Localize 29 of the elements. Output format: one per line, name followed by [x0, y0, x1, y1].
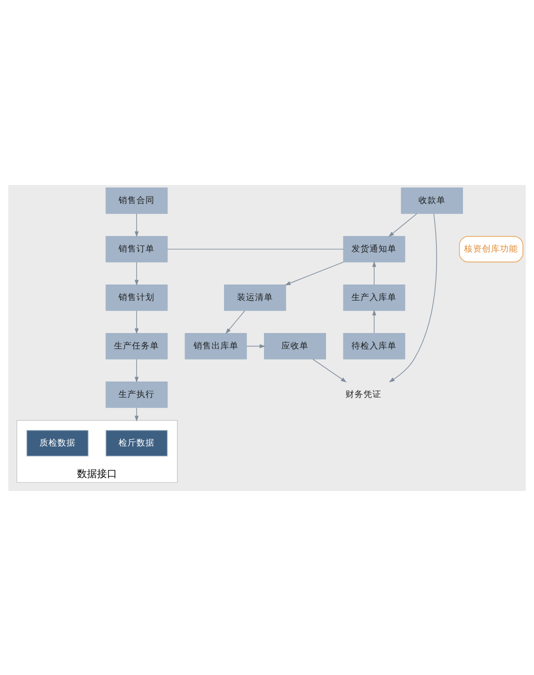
node-box: 装运清单	[224, 284, 286, 310]
arrow	[134, 212, 139, 237]
node-box: 生产入库单	[343, 284, 406, 310]
arrow	[134, 310, 139, 334]
arrow	[226, 310, 246, 334]
arrow	[388, 212, 437, 382]
arrow	[134, 358, 139, 382]
node-box: 发货通知单	[343, 236, 406, 262]
arrow	[388, 212, 418, 236]
arrow	[372, 309, 376, 333]
node-box: 应收单	[264, 332, 326, 359]
node-box: 销售合同	[106, 187, 168, 214]
node-box: 销售出库单	[184, 332, 247, 359]
arrow	[246, 344, 266, 348]
node-box: 质检数据	[26, 430, 88, 456]
node-box: 检斤数据	[106, 430, 168, 456]
node-box: 待检入库单	[343, 332, 406, 359]
arrow	[312, 358, 347, 382]
node-box: 销售计划	[106, 284, 168, 310]
node-box: 生产任务单	[106, 332, 168, 359]
node-box: 生产执行	[106, 381, 168, 408]
arrow	[372, 260, 376, 284]
node-box: 销售订单	[106, 236, 168, 262]
arrow	[284, 261, 344, 285]
connector	[167, 248, 344, 250]
arrow	[134, 261, 139, 286]
node-text: 财务凭证	[345, 389, 382, 400]
label: 核资创库功能	[464, 244, 518, 254]
node-box: 收款单	[400, 187, 463, 214]
